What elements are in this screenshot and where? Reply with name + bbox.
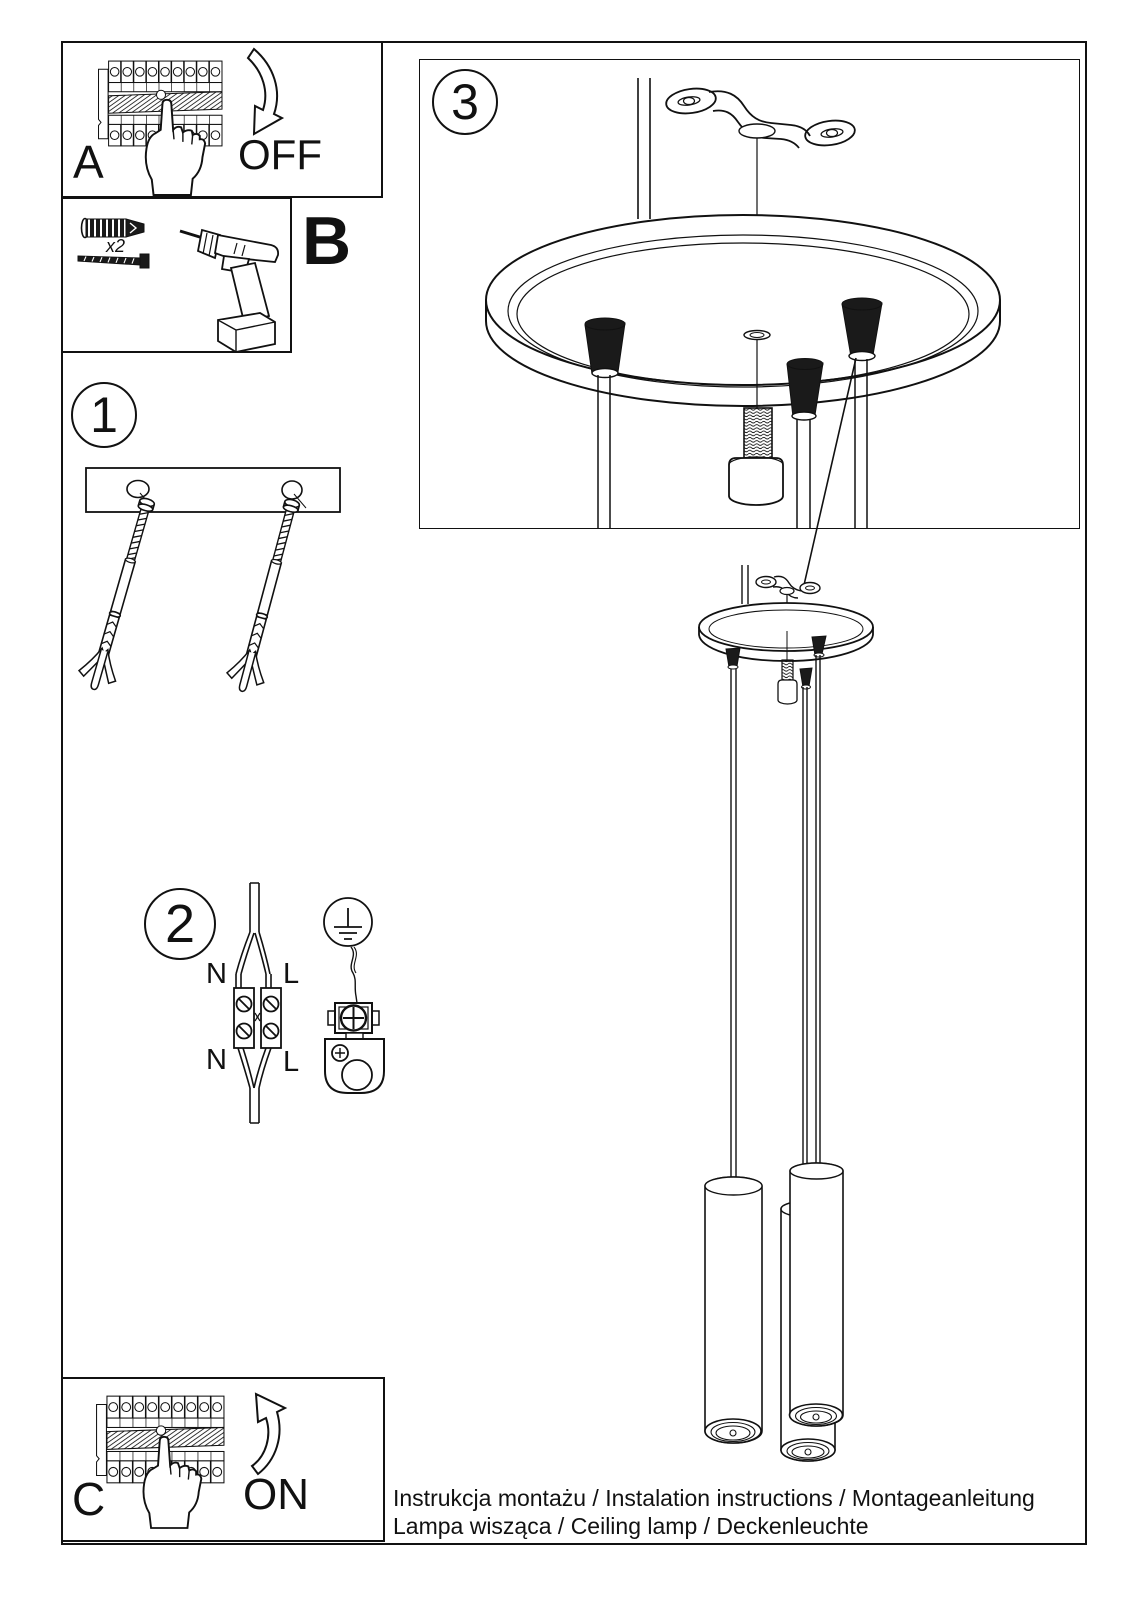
step-1-number: 1	[90, 387, 118, 443]
pendant-cables-main	[730, 655, 821, 1210]
footer-line1: Instrukcja montażu / Instalation instruc…	[393, 1485, 1035, 1511]
pendant-tube-front	[788, 1162, 844, 1427]
step-2-badge: 2	[144, 888, 216, 960]
drill-icon	[179, 228, 280, 353]
bracket-small	[755, 575, 821, 606]
tools-illustration	[77, 217, 280, 353]
ceiling-bracket	[665, 87, 856, 217]
pointing-hand-icon-on	[142, 1435, 203, 1529]
pointing-hand-icon	[144, 98, 207, 196]
earth-symbol-icon	[323, 897, 373, 947]
canopy-detail-illustration	[485, 78, 1001, 529]
panel-c-action-text: ON	[243, 1470, 309, 1519]
screw-icon	[77, 253, 150, 269]
callout-leader-line	[816, 357, 857, 529]
arrow-up-icon	[250, 1392, 288, 1476]
step-2-number: 2	[164, 894, 196, 954]
pendant-tube-left	[704, 1176, 763, 1444]
wire-label-n-top: N	[206, 958, 227, 990]
canopy-disc	[485, 214, 1001, 407]
panel-a-action-text: OFF	[238, 131, 322, 178]
callout-leader-line-2	[803, 527, 818, 586]
canopy-small	[698, 602, 874, 662]
lamp-cable	[237, 1047, 272, 1124]
step-3-number: 3	[451, 74, 479, 130]
mains-cable	[637, 78, 651, 219]
wiring-illustration	[233, 882, 385, 1124]
screw-with-anchor-left	[74, 492, 168, 696]
wall-plug-quantity: x2	[106, 236, 126, 256]
pendant-cables	[597, 359, 868, 528]
wire-label-n-bottom: N	[206, 1044, 227, 1076]
panel-b-label: B	[302, 203, 352, 279]
panel-a-label: A	[73, 136, 104, 188]
mounting-bracket-illustration	[74, 467, 341, 697]
supply-cable	[235, 882, 272, 988]
terminal-block	[233, 987, 282, 1049]
wire-label-l-top: L	[283, 958, 300, 990]
ceiling-cable-stub	[741, 565, 749, 604]
footer-line2: Lampa wisząca / Ceiling lamp / Deckenleu…	[393, 1513, 869, 1539]
step-3-badge: 3	[432, 69, 498, 135]
glands-small	[725, 631, 827, 705]
cable-gland-middle	[786, 358, 824, 421]
center-screw	[728, 340, 784, 506]
screw-with-anchor-right	[222, 494, 313, 697]
wall-plug-icon	[80, 217, 145, 239]
bracket-hole-right	[281, 480, 303, 500]
arrow-down-icon	[246, 47, 285, 136]
panel-c-label: C	[72, 1473, 106, 1525]
wire-label-l-bottom: L	[283, 1046, 300, 1078]
ground-clamp	[324, 946, 385, 1094]
pendant-lamp-illustration	[698, 527, 874, 1462]
step-1-badge: 1	[71, 382, 137, 448]
bracket-hole-left	[126, 479, 150, 499]
